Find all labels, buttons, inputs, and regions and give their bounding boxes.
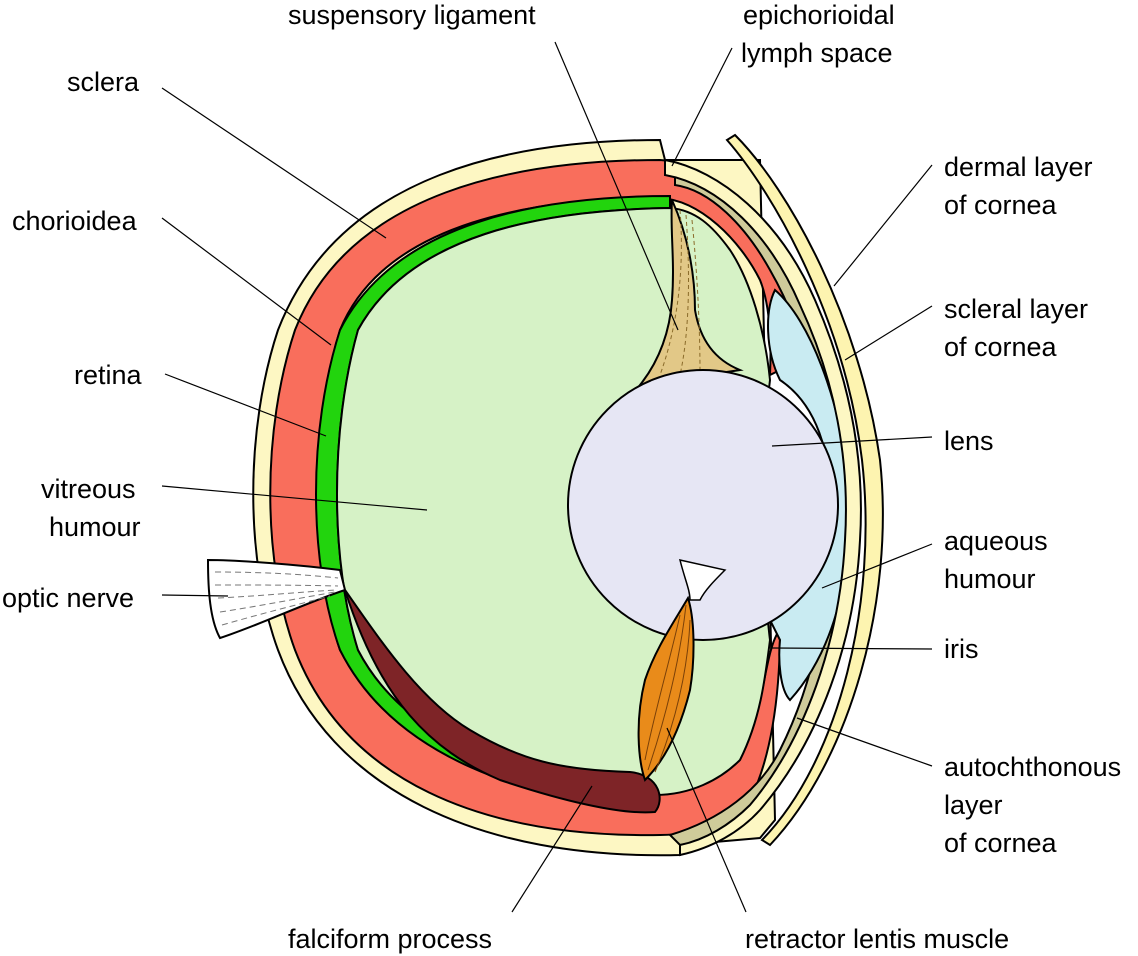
label-epichorioidal-line2: lymph space xyxy=(741,38,893,68)
label-vitreous-line1: vitreous xyxy=(41,474,136,504)
leader-optic-nerve xyxy=(161,594,229,597)
label-suspensory-ligament: suspensory ligament xyxy=(288,0,536,30)
scleral-corneal-band xyxy=(664,158,862,857)
label-retractor-lentis: retractor lentis muscle xyxy=(745,924,1009,954)
label-epichorioidal-line1: epichorioidal xyxy=(743,0,895,30)
label-sclera: sclera xyxy=(67,67,140,97)
leader-epichorioidal xyxy=(671,47,733,167)
label-vitreous-line2: humour xyxy=(49,512,141,542)
label-falciform-process: falciform process xyxy=(288,924,492,954)
leader-falciform xyxy=(511,785,593,913)
label-retina: retina xyxy=(74,360,143,390)
label-chorioidea: chorioidea xyxy=(12,206,138,236)
leader-lines xyxy=(161,41,933,913)
leader-chorioidea xyxy=(161,217,332,346)
leader-dermal xyxy=(833,164,933,287)
label-aqueous-line2: humour xyxy=(944,564,1036,594)
retractor-tendon xyxy=(678,559,727,601)
lens-body xyxy=(567,369,839,641)
leader-aqueous xyxy=(821,543,933,589)
leader-scleral xyxy=(844,305,933,361)
label-aqueous-line1: aqueous xyxy=(944,526,1048,556)
leader-retractor xyxy=(666,727,747,913)
suspensory-ligament-fibres xyxy=(659,209,701,376)
leader-suspensory xyxy=(554,41,679,331)
leader-lens xyxy=(771,436,933,447)
leader-vitreous xyxy=(161,485,428,511)
optic-nerve-shape xyxy=(206,558,347,640)
label-dermal-line1: dermal layer xyxy=(944,152,1093,182)
retractor-muscle-fibres xyxy=(644,604,691,773)
label-lens: lens xyxy=(944,426,994,456)
label-autochthonous-line1: autochthonous xyxy=(944,752,1121,782)
label-iris: iris xyxy=(944,634,979,664)
leader-sclera xyxy=(161,87,387,239)
label-scleral-line1: scleral layer xyxy=(944,294,1088,324)
label-autochthonous-line3: of cornea xyxy=(944,828,1058,858)
dermal-layer xyxy=(725,133,884,847)
label-dermal-line2: of cornea xyxy=(944,190,1058,220)
falciform-process xyxy=(344,589,661,814)
label-optic-nerve: optic nerve xyxy=(2,583,134,613)
label-scleral-line2: of cornea xyxy=(944,332,1058,362)
leader-autochthonous xyxy=(796,717,933,767)
retractor-lentis-muscle xyxy=(637,595,695,782)
leader-retina xyxy=(164,373,327,437)
optic-nerve-fibres xyxy=(214,571,339,626)
leader-iris xyxy=(771,647,933,650)
label-autochthonous-line2: layer xyxy=(944,790,1003,820)
